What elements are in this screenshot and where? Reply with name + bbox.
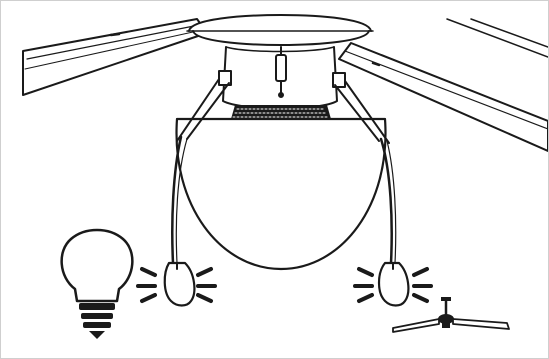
left-pull-chain-highlight-marks [136,267,217,303]
left-fan-blade [22,18,208,96]
glass-globe [175,117,387,271]
center-fitting [275,46,287,98]
light-bulb-icon [60,228,134,339]
right-fan-blade [338,18,548,152]
right-pull-chain [377,137,410,307]
right-chain-bracket [332,72,390,144]
right-pull-chain-highlight-marks [353,267,433,303]
left-pull-chain [163,135,196,307]
threaded-ring [231,105,331,119]
ceiling-fan-icon [392,297,510,333]
left-chain-bracket [176,70,232,142]
